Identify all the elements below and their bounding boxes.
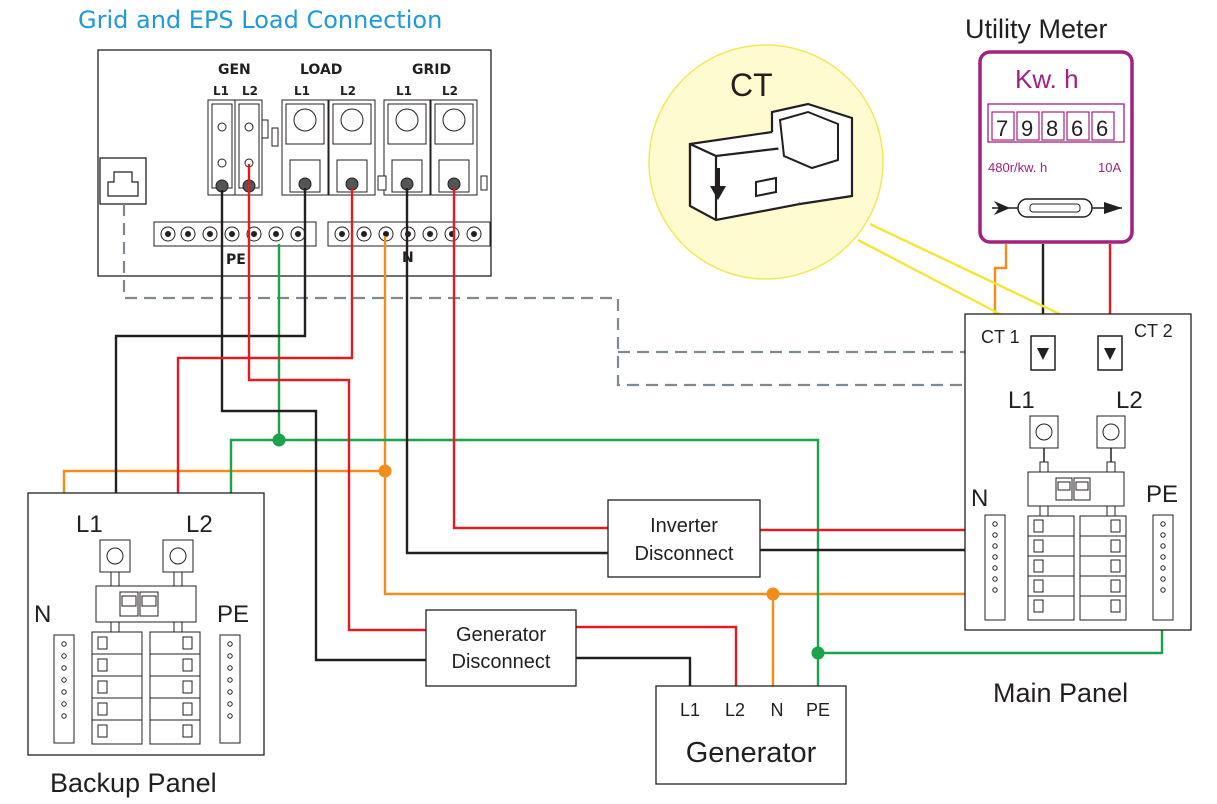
main-ground-bar [1152, 514, 1174, 621]
ct-callout: CT [648, 44, 884, 280]
meter-digit: 6 [1071, 116, 1083, 141]
group-label-grid: GRID [412, 62, 451, 78]
utility-meter: Utility Meter Kw. h 7 9 8 6 6 480r/kw. h… [965, 14, 1134, 244]
terminal-label-grid-l2: L2 [442, 84, 458, 98]
generator-disconnect-line2: Disconnect [452, 651, 551, 673]
generator-disconnect-line1: Generator [456, 624, 546, 646]
main-branch-breakers [1027, 515, 1127, 621]
inverter-terminal-box: Grid and EPS Load Connection GEN LOAD GR… [78, 6, 492, 277]
neutral-wire-inverter [383, 236, 994, 596]
grid-l2-wire [452, 188, 608, 530]
backup-panel-pe-label: PE [217, 601, 249, 628]
gen-disconnect-to-generator-l1 [576, 656, 692, 686]
terminal-label-gen-l1: L1 [213, 84, 229, 98]
meter-digit: 9 [1021, 116, 1033, 141]
backup-ground-bar [219, 634, 241, 744]
ground-junction-dot [811, 646, 825, 660]
generator: L1 L2 N PE Generator [655, 685, 847, 785]
group-label-gen: GEN [218, 62, 251, 78]
backup-branch-breakers [91, 631, 201, 745]
neutral-junction-dot [378, 464, 392, 478]
main-panel-ct2-label: CT 2 [1134, 321, 1173, 341]
main-panel-ct1-label: CT 1 [981, 327, 1020, 347]
ground-junction-dot [272, 433, 286, 447]
meter-current: 10A [1098, 160, 1121, 175]
meter-digit: 6 [1096, 116, 1108, 141]
meter-digit: 8 [1046, 116, 1058, 141]
backup-panel-n-label: N [34, 601, 51, 628]
gen-disconnect-to-generator-l2 [576, 625, 738, 686]
inverter-title: Grid and EPS Load Connection [78, 6, 442, 34]
generator-terminal-l2: L2 [725, 700, 745, 720]
ct-title: CT [730, 67, 773, 103]
ct1-clamp-icon [1030, 335, 1056, 371]
load-l2-wire [176, 188, 354, 540]
backup-neutral-bar [53, 634, 75, 744]
group-label-load: LOAD [300, 62, 342, 78]
load-l1-wire [114, 188, 307, 540]
current-transformer-icon [688, 102, 854, 222]
generator-disconnect: Generator Disconnect [425, 609, 577, 687]
backup-panel-l2-label: L2 [186, 511, 213, 538]
inverter-disconnect-line1: Inverter [650, 515, 718, 537]
utility-meter-title: Utility Meter [965, 14, 1108, 44]
neutral-junction-dot [766, 587, 780, 601]
generator-terminal-pe: PE [806, 700, 830, 720]
meter-digit: 7 [996, 116, 1008, 141]
meter-unit: Kw. h [1015, 64, 1079, 94]
gen-terminal-block [207, 99, 269, 196]
terminal-label-load-l1: L1 [294, 84, 310, 98]
gen-l1-wire [220, 190, 426, 662]
main-panel-l2-label: L2 [1116, 387, 1143, 414]
pe-bus-label: PE [226, 252, 246, 268]
generator-terminal-n: N [771, 700, 784, 720]
main-panel-pe-label: PE [1146, 481, 1178, 508]
terminal-label-grid-l1: L1 [396, 84, 412, 98]
backup-panel: L1 L2 [27, 492, 265, 798]
meter-digit-display: 7 9 8 6 6 [991, 111, 1115, 141]
main-panel-n-label: N [971, 485, 988, 512]
n-bus-bar [327, 221, 491, 247]
backup-main-breaker-icon [95, 585, 197, 623]
terminal-label-gen-l2: L2 [242, 84, 258, 98]
main-panel-title: Main Panel [993, 678, 1128, 708]
backup-panel-title: Backup Panel [50, 768, 217, 798]
main-panel-l1-label: L1 [1008, 387, 1035, 414]
inverter-disconnect: Inverter Disconnect [607, 499, 761, 578]
backup-panel-l1-label: L1 [76, 511, 103, 538]
generator-terminal-l1: L1 [680, 700, 700, 720]
main-breaker-icon [1027, 471, 1125, 507]
inverter-disconnect-line2: Disconnect [635, 543, 734, 565]
ct2-clamp-icon [1097, 335, 1123, 371]
gen-l2-wire [247, 164, 426, 632]
main-neutral-bar [984, 514, 1006, 621]
rj45-port-icon [99, 157, 147, 205]
generator-title: Generator [686, 737, 817, 769]
pe-bus-bar [153, 221, 317, 247]
meter-rate: 480r/kw. h [988, 160, 1047, 175]
main-panel: CT 1 CT 2 L1 L2 [964, 313, 1192, 708]
terminal-label-load-l2: L2 [340, 84, 356, 98]
grid-l1-wire [405, 188, 608, 555]
meter-flow-arrow-icon [992, 198, 1122, 218]
